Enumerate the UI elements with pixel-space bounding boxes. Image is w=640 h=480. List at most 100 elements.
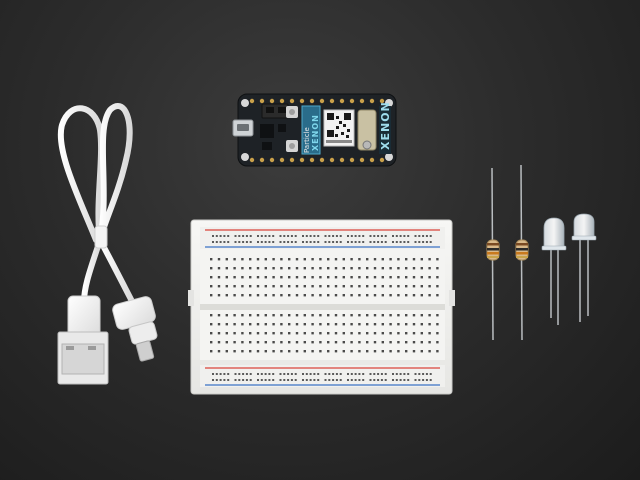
breadboard-hole [295, 267, 299, 270]
breadboard-hole [319, 267, 322, 270]
breadboard-hole [295, 314, 299, 317]
breadboard-hole [350, 235, 353, 237]
breadboard-hole [358, 241, 361, 243]
breadboard-hole [428, 267, 431, 270]
breadboard-hole [334, 323, 338, 326]
breadboard-hole [280, 323, 283, 326]
breadboard-hole [295, 350, 299, 353]
breadboard-hole [381, 332, 384, 335]
breadboard-hole [366, 314, 369, 317]
breadboard-hole [288, 350, 291, 353]
breadboard-hole [377, 379, 380, 381]
breadboard-hole [319, 276, 322, 279]
breadboard-hole [425, 373, 428, 375]
breadboard-hole [327, 267, 330, 270]
breadboard-hole [389, 276, 392, 279]
breadboard-hole [392, 241, 394, 243]
breadboard-hole [373, 332, 377, 335]
breadboard-hole [428, 341, 431, 344]
breadboard-hole [405, 267, 408, 270]
breadboard-hole [268, 241, 271, 243]
breadboard-hole [279, 373, 282, 375]
breadboard-hole [217, 323, 221, 326]
breadboard-hole [241, 350, 244, 353]
breadboard-hole [399, 235, 402, 237]
breadboard-hole [397, 294, 400, 297]
breadboard-hole [420, 323, 423, 326]
breadboard-hole [436, 341, 439, 344]
breadboard-hole [412, 294, 416, 297]
breadboard-hole [288, 267, 291, 270]
breadboard-hole [268, 373, 271, 375]
breadboard-hole [342, 323, 345, 326]
breadboard-hole [420, 294, 423, 297]
breadboard-hole [369, 379, 372, 381]
breadboard-hole [339, 235, 342, 237]
breadboard-hole [436, 350, 439, 353]
breadboard-hole [377, 373, 380, 375]
breadboard-hole [350, 267, 353, 270]
breadboard-hole [311, 350, 314, 353]
breadboard-hole [428, 294, 431, 297]
breadboard-hole [238, 373, 241, 375]
breadboard-hole [358, 285, 361, 288]
breadboard-hole [212, 241, 214, 243]
breadboard-hole [233, 350, 236, 353]
breadboard-hole [280, 258, 283, 261]
breadboard-hole [241, 323, 244, 326]
qr-code-icon [327, 113, 351, 138]
breadboard-hole [280, 285, 283, 288]
breadboard-hole [366, 350, 369, 353]
breadboard-hole [366, 323, 369, 326]
breadboard-hole [233, 314, 236, 317]
breadboard-hole [418, 241, 421, 243]
breadboard-hole [295, 332, 299, 335]
breadboard-hole [350, 373, 353, 375]
breadboard-hole [392, 235, 394, 237]
breadboard-hole [280, 276, 283, 279]
breadboard-hole [339, 379, 342, 381]
breadboard-hole [373, 314, 377, 317]
breadboard-hole [219, 379, 222, 381]
breadboard-hole [342, 258, 345, 261]
breadboard-hole [311, 294, 314, 297]
breadboard-hole [295, 285, 299, 288]
breadboard-hole [389, 350, 392, 353]
breadboard-hole [242, 241, 245, 243]
breadboard-hole [210, 285, 213, 288]
breadboard-hole [369, 235, 372, 237]
breadboard-hole [295, 294, 299, 297]
breadboard-hole [303, 350, 306, 353]
breadboard-hole [225, 285, 228, 288]
breadboard-hole [249, 341, 252, 344]
breadboard-hole [264, 379, 267, 381]
breadboard-hole [354, 373, 357, 375]
micro-usb-plug [112, 296, 158, 362]
terminal-holes [210, 258, 439, 353]
breadboard-hole [381, 276, 384, 279]
breadboard-hole [403, 379, 406, 381]
breadboard-hole [373, 379, 376, 381]
rail-holes-bottom [212, 373, 432, 381]
breadboard-hole [309, 373, 312, 375]
breadboard-hole [354, 235, 357, 237]
breadboard-hole [241, 276, 244, 279]
breadboard-hole [219, 235, 222, 237]
breadboard-hole [350, 323, 353, 326]
breadboard-hole [436, 323, 439, 326]
breadboard-hole [256, 276, 260, 279]
breadboard-hole [257, 373, 259, 375]
breadboard-hole [288, 332, 291, 335]
breadboard-hole [381, 267, 384, 270]
breadboard-hole [428, 323, 431, 326]
breadboard-hole [313, 235, 316, 237]
breadboard-hole [234, 379, 237, 381]
breadboard-hole [350, 379, 353, 381]
breadboard-hole [358, 373, 361, 375]
breadboard-hole [287, 373, 290, 375]
breadboard-hole [279, 241, 282, 243]
breadboard-hole [319, 323, 322, 326]
breadboard-hole [414, 241, 417, 243]
breadboard-hole [295, 323, 299, 326]
breadboard-hole [373, 294, 377, 297]
